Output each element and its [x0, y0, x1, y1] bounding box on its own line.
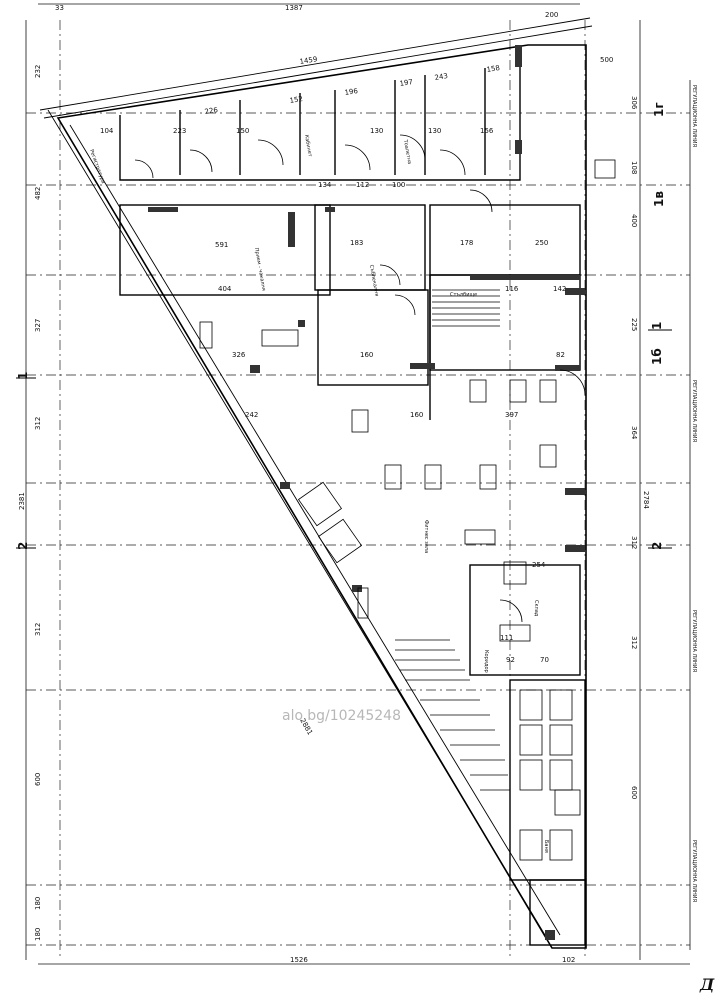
dim-right-8: 312	[630, 636, 638, 649]
dim-right-2: 108	[630, 161, 638, 174]
corner-mark: Д	[699, 975, 715, 994]
axis-label-left-2: 2	[16, 542, 30, 550]
wall-stubs	[148, 45, 585, 940]
dim-bottom-total: 1526	[290, 956, 308, 964]
side-note-2: РЕГУЛАЦИОННА ЛИНИЯ	[691, 380, 697, 442]
dim-r4-3: 142	[553, 285, 566, 293]
dim-slope-seg-1: 226	[204, 106, 219, 116]
dim-r2-2: 112	[356, 181, 369, 189]
dim-r6-1: 242	[245, 411, 258, 419]
dim-r2-1: 134	[318, 181, 332, 189]
dim-top-total: 1387	[285, 4, 303, 12]
dim-r1-2: 150	[236, 127, 249, 135]
dim-r3-2: 183	[350, 239, 363, 247]
axis-label-right-2: 2	[650, 542, 664, 550]
note-stairs: Стълбище	[450, 292, 477, 298]
dim-r1-1: 223	[173, 127, 186, 135]
note-storage: Склад	[533, 600, 539, 617]
dim-left-2: 482	[34, 187, 42, 200]
axis-label-right-1v: 1в	[652, 191, 666, 207]
dim-left-1: 232	[34, 65, 42, 78]
dim-left-6: 312	[34, 623, 42, 636]
dim-r6-3: 397	[505, 411, 518, 419]
dim-left-9: 180	[34, 928, 42, 941]
door-swings	[134, 134, 586, 623]
stairs	[395, 289, 510, 791]
dim-left-5: 2381	[18, 492, 26, 510]
dim-r4-1: 404	[218, 285, 232, 293]
dim-left-7: 600	[34, 773, 42, 786]
dim-r7-3: 92	[506, 656, 515, 664]
dim-r4-2: 116	[505, 285, 519, 293]
dim-r7-4: 70	[540, 656, 549, 664]
dim-right-7: 312	[630, 536, 638, 549]
note-locker: Съблекалня	[368, 264, 379, 296]
dim-r3-1: 591	[215, 241, 228, 249]
building-outline	[39, 17, 593, 949]
dim-right-3: 400	[630, 214, 638, 227]
dim-r1-4: 130	[428, 127, 441, 135]
side-note-1: РЕГУЛАЦИОННА ЛИНИЯ	[691, 85, 697, 147]
dim-right-1: 306	[630, 96, 638, 110]
side-note-3: РЕГУЛАЦИОННА ЛИНИЯ	[691, 610, 697, 672]
dim-top-corner: 33	[55, 4, 64, 12]
dim-r1-6: 104	[100, 127, 114, 135]
dim-r1-5: 156	[480, 127, 494, 135]
axis-label-right-1: 1	[650, 322, 664, 330]
watermark: alo.bg/10245248	[282, 708, 401, 724]
dim-left-3: 327	[34, 319, 42, 332]
dim-right-9: 600	[630, 786, 638, 799]
dim-right-4: 225	[630, 318, 638, 331]
axis-label-right-1b: 1б	[650, 348, 664, 365]
dim-slope-seg-5: 243	[434, 72, 448, 82]
dim-left-8: 180	[34, 897, 42, 910]
dim-r3-4: 250	[535, 239, 548, 247]
note-bath: Баня	[543, 840, 549, 853]
dim-r5-1: 326	[232, 351, 246, 359]
dim-r5-2: 160	[360, 351, 373, 359]
dim-r2-3: 100	[392, 181, 405, 189]
dim-slope-total: 1459	[299, 55, 318, 66]
axis-label-left-1: 1	[16, 372, 30, 380]
fitness-equipment	[199, 159, 616, 816]
dim-r7-2: 111	[500, 634, 513, 642]
dim-r7-1: 254	[532, 561, 546, 569]
dim-top-200: 200	[545, 11, 558, 19]
dim-bottom-right: 102	[562, 956, 575, 964]
axis-label-right-1g: 1г	[652, 102, 666, 117]
note-gym: Фитнес зала	[423, 520, 429, 553]
dim-r6-2: 160	[410, 411, 423, 419]
dim-slope-seg-6: 158	[486, 64, 500, 74]
dim-top-500: 500	[600, 56, 613, 64]
dim-r3-3: 178	[460, 239, 473, 247]
note-corridor: Коридор	[483, 650, 489, 673]
note-toilet: Тоалетна	[402, 138, 412, 164]
side-note-4: РЕГУЛАЦИОННА ЛИНИЯ	[691, 840, 697, 902]
axis-markers	[16, 329, 672, 549]
dim-slope-seg-4: 197	[399, 78, 413, 88]
dim-slope-seg-2: 152	[289, 95, 303, 105]
dim-right-6: 2784	[642, 491, 650, 509]
wc-cubicles	[519, 689, 573, 861]
dim-slope-seg-3: 196	[344, 87, 359, 97]
note-office: Кабинет	[303, 134, 313, 157]
dim-right-5: 364	[630, 426, 638, 440]
dim-left-4: 312	[34, 417, 42, 430]
dim-r1-3: 130	[370, 127, 383, 135]
frame-lines	[25, 3, 691, 965]
dim-r5-3: 82	[556, 351, 565, 359]
